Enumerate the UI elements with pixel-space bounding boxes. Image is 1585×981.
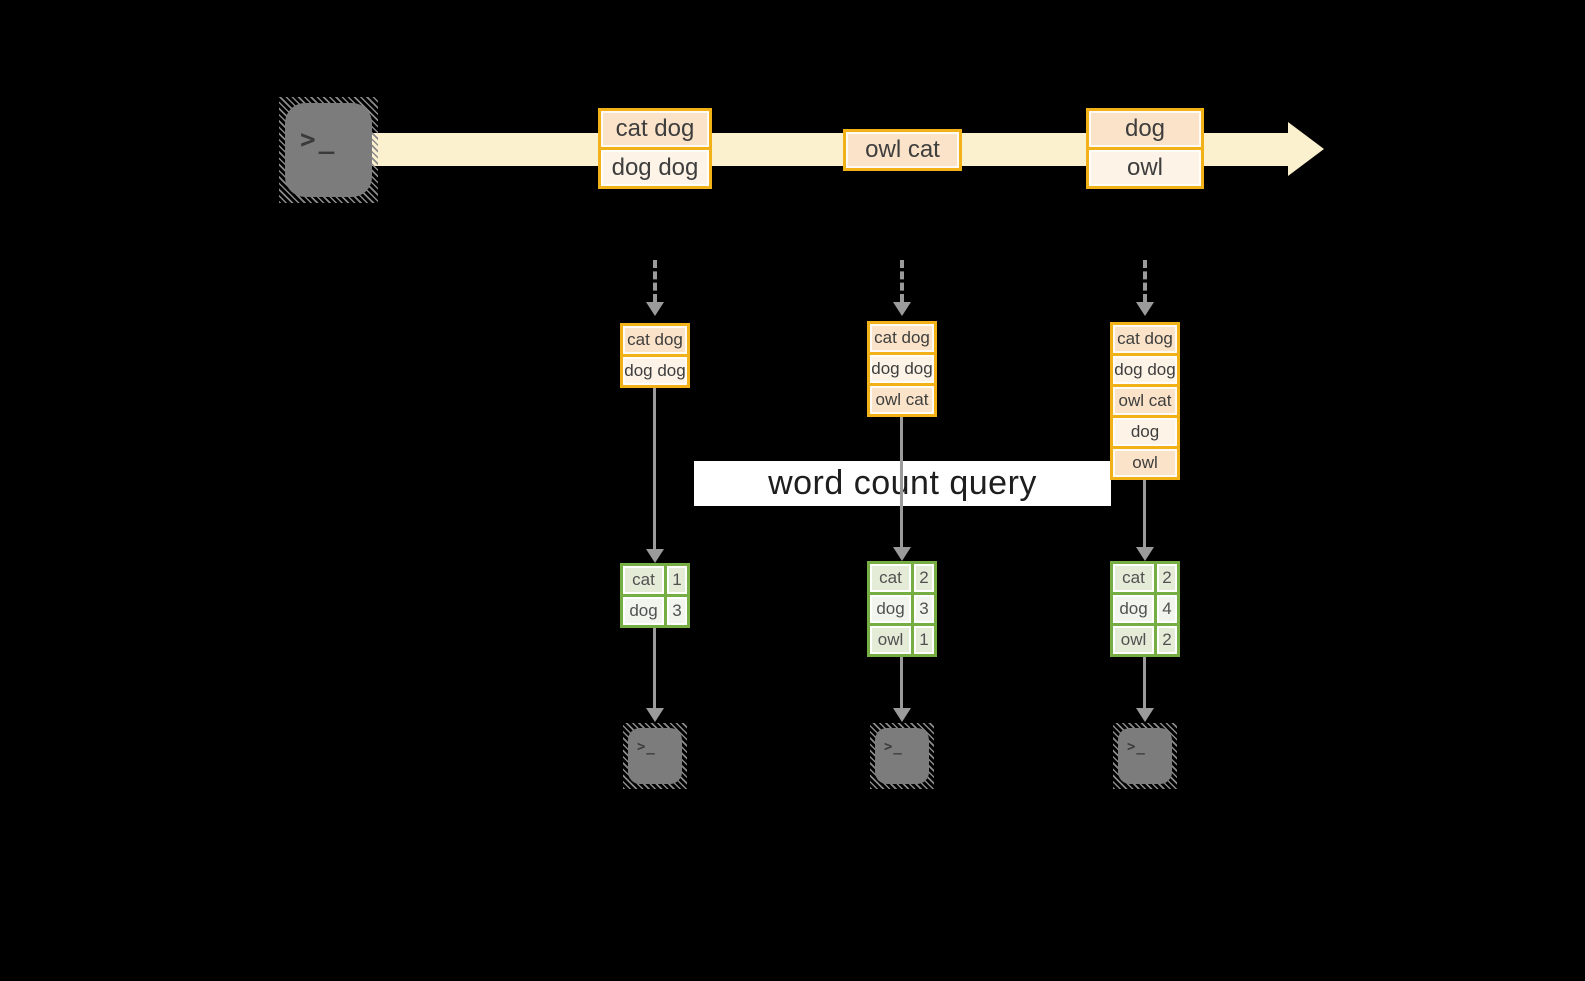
word-cell: dog <box>1113 595 1154 623</box>
count-table-3: cat 2 dog 4 owl 2 <box>1110 561 1180 657</box>
sink-terminal-icon-1: >_ <box>623 723 687 789</box>
window-record: owl cat <box>1113 387 1177 415</box>
window-record: dog dog <box>623 357 687 385</box>
window-record: dog <box>1113 418 1177 446</box>
arrow-query-2 <box>893 417 911 561</box>
prompt-glyph: >_ <box>300 125 338 155</box>
terminal-icon: >_ <box>875 728 929 784</box>
prompt-glyph: >_ <box>637 739 656 755</box>
sink-terminal-icon-2: >_ <box>870 723 934 789</box>
stream-batch-3: dog owl <box>1086 108 1204 189</box>
count-cell: 1 <box>914 626 934 654</box>
word-cell: owl <box>870 626 911 654</box>
count-cell: 2 <box>1157 626 1177 654</box>
window-record: owl cat <box>870 386 934 414</box>
window-contents-3: cat dog dog dog owl cat dog owl <box>1110 322 1180 480</box>
dashed-arrow-down-2 <box>893 260 911 316</box>
count-table-2: cat 2 dog 3 owl 1 <box>867 561 937 657</box>
window-record: owl <box>1113 449 1177 477</box>
word-cell: dog <box>870 595 911 623</box>
window-record: cat dog <box>870 324 934 352</box>
word-cell: cat <box>870 564 911 592</box>
word-cell: cat <box>1113 564 1154 592</box>
stream-arrowhead <box>1288 122 1324 176</box>
sink-terminal-icon-3: >_ <box>1113 723 1177 789</box>
window-contents-2: cat dog dog dog owl cat <box>867 321 937 417</box>
terminal-icon: >_ <box>285 103 372 197</box>
arrow-sink-2 <box>893 657 911 722</box>
count-cell: 3 <box>914 595 934 623</box>
arrow-query-3 <box>1136 480 1154 561</box>
window-record: cat dog <box>623 326 687 354</box>
count-cell: 1 <box>667 566 687 594</box>
count-cell: 2 <box>1157 564 1177 592</box>
count-cell: 3 <box>667 597 687 625</box>
stream-record: owl cat <box>846 132 959 168</box>
terminal-icon: >_ <box>628 728 682 784</box>
count-cell: 4 <box>1157 595 1177 623</box>
count-table-1: cat 1 dog 3 <box>620 563 690 628</box>
dashed-arrow-down-1 <box>646 260 664 316</box>
count-cell: 2 <box>914 564 934 592</box>
stream-record: cat dog <box>601 111 709 147</box>
word-cell: cat <box>623 566 664 594</box>
prompt-glyph: >_ <box>1127 739 1146 755</box>
word-cell: owl <box>1113 626 1154 654</box>
stream-batch-1: cat dog dog dog <box>598 108 712 189</box>
arrow-sink-1 <box>646 628 664 722</box>
stream-record: dog <box>1089 111 1201 147</box>
stream-record: dog dog <box>601 150 709 186</box>
window-record: dog dog <box>870 355 934 383</box>
prompt-glyph: >_ <box>884 739 903 755</box>
source-terminal-icon: >_ <box>279 97 378 203</box>
word-cell: dog <box>623 597 664 625</box>
window-record: dog dog <box>1113 356 1177 384</box>
window-contents-1: cat dog dog dog <box>620 323 690 388</box>
arrow-query-1 <box>646 388 664 563</box>
arrow-sink-3 <box>1136 657 1154 722</box>
terminal-icon: >_ <box>1118 728 1172 784</box>
stream-batch-2: owl cat <box>843 129 962 171</box>
stream-record: owl <box>1089 150 1201 186</box>
window-record: cat dog <box>1113 325 1177 353</box>
dashed-arrow-down-3 <box>1136 260 1154 316</box>
